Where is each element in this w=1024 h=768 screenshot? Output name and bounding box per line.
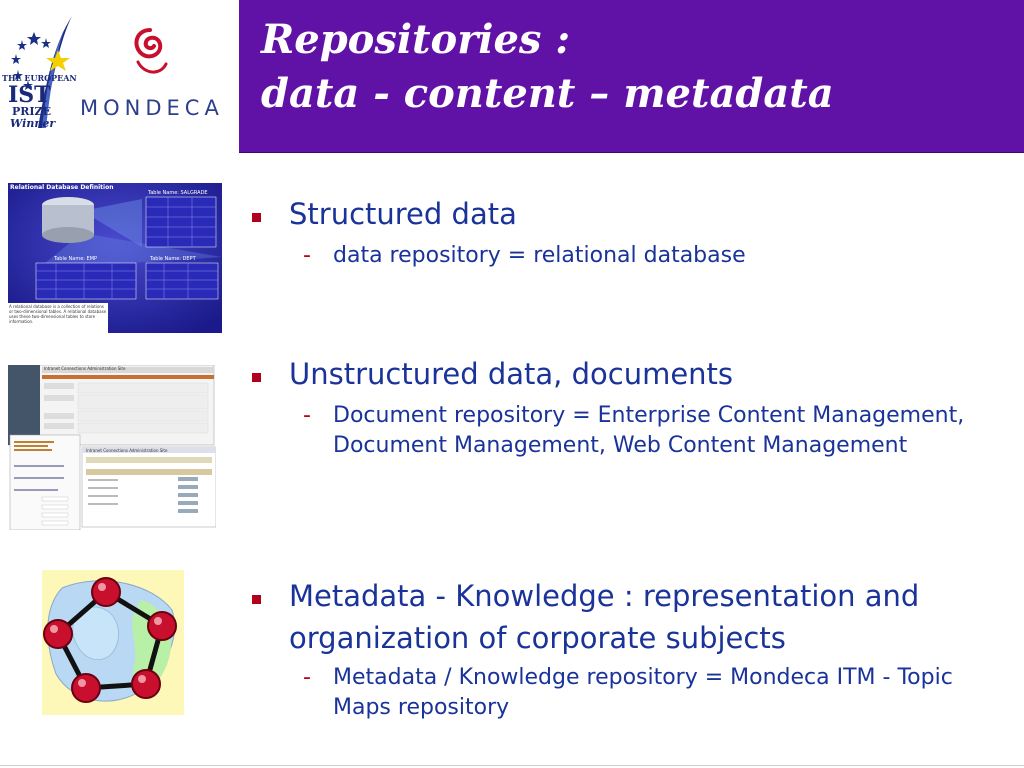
relational-database-thumbnail: Relational Database Definition Table Nam… (8, 183, 222, 333)
bullet-1-text: Structured data (289, 197, 517, 231)
sub-bullet-3-text: Metadata / Knowledge repository = Mondec… (333, 665, 953, 720)
thumb-table-dept: Table Name: DEPT (150, 256, 196, 262)
slide-title-line-1: Repositories : (261, 16, 571, 63)
cms-header-2: Intranet Connections Administration Site (86, 448, 168, 453)
ist-caption-3: PRIZE (12, 105, 51, 118)
bullet-2-text: Unstructured data, documents (289, 357, 734, 391)
slide-title-line-2: data - content – metadata (261, 70, 834, 117)
ist-caption-2: IST (8, 82, 51, 108)
thumb-table-emp: Table Name: EMP (54, 256, 98, 262)
logo-area: THE EUROPEAN IST PRIZE Winner MONDECA (0, 0, 239, 153)
cms-screenshot-thumbnail: Intranet Connections Administration Site… (8, 365, 216, 530)
topic-map-thumbnail (42, 570, 184, 715)
sub-bullet-2-text: Document repository = Enterprise Content… (333, 403, 965, 458)
sub-bullet-3-dash: - (303, 665, 311, 690)
bullet-3-text: Metadata - Knowledge : representation an… (289, 579, 920, 655)
ist-caption-4: Winner (10, 117, 56, 130)
mondeca-wordmark: MONDECA (80, 96, 224, 120)
thumb-heading: Relational Database Definition (10, 184, 114, 191)
thumb-caption: A relational database is a collection of… (8, 303, 108, 333)
sub-bullet-2-dash: - (303, 403, 311, 428)
cms-header-1: Intranet Connections Administration Site (44, 366, 126, 371)
sub-bullet-1-text: data repository = relational database (333, 243, 746, 268)
bottom-rule (0, 765, 1024, 766)
title-band: Repositories : data - content – metadata (239, 0, 1024, 153)
bullet-marker-1 (252, 213, 261, 222)
ist-caption-1: THE EUROPEAN (2, 73, 77, 83)
ist-prize-logo-icon (11, 16, 72, 128)
bullet-marker-3 (252, 595, 261, 604)
thumb-table-salgrade: Table Name: SALGRADE (148, 190, 208, 196)
bullet-marker-2 (252, 373, 261, 382)
mondeca-swirl-icon (134, 28, 168, 74)
sub-bullet-1-dash: - (303, 243, 311, 268)
